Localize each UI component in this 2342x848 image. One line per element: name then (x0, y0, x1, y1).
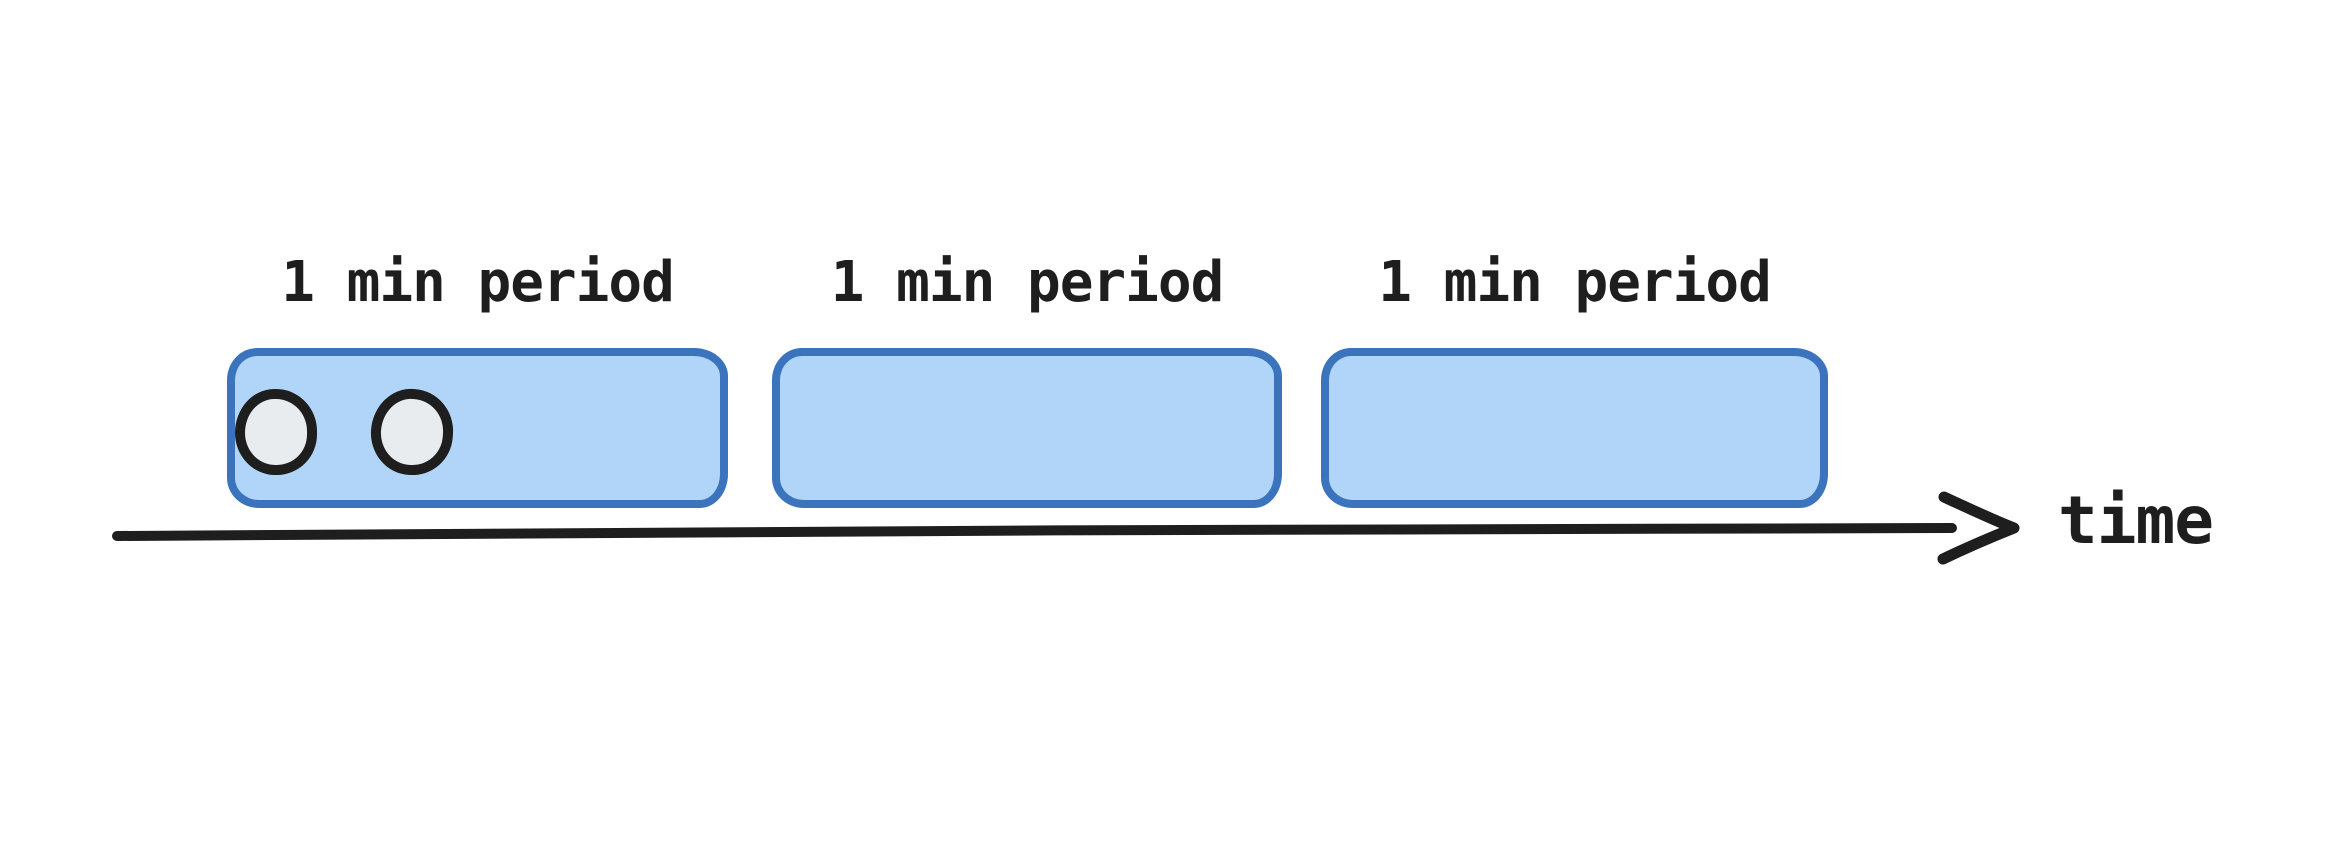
period-label: 1 min period (1378, 250, 1772, 315)
request-token (235, 389, 317, 475)
period-group-3: 1 min period (1321, 248, 1828, 508)
period-group-2: 1 min period (772, 248, 1282, 508)
time-axis-label: time (2058, 482, 2214, 559)
period-label: 1 min period (830, 250, 1225, 315)
period-box (1321, 348, 1828, 508)
time-axis-line (112, 522, 1957, 541)
period-box (772, 348, 1282, 508)
time-axis-arrowhead-icon (1937, 491, 2020, 565)
period-group-1: 1 min period (227, 248, 728, 508)
period-box (227, 348, 728, 508)
request-token (368, 386, 456, 478)
period-label: 1 min period (281, 250, 675, 315)
